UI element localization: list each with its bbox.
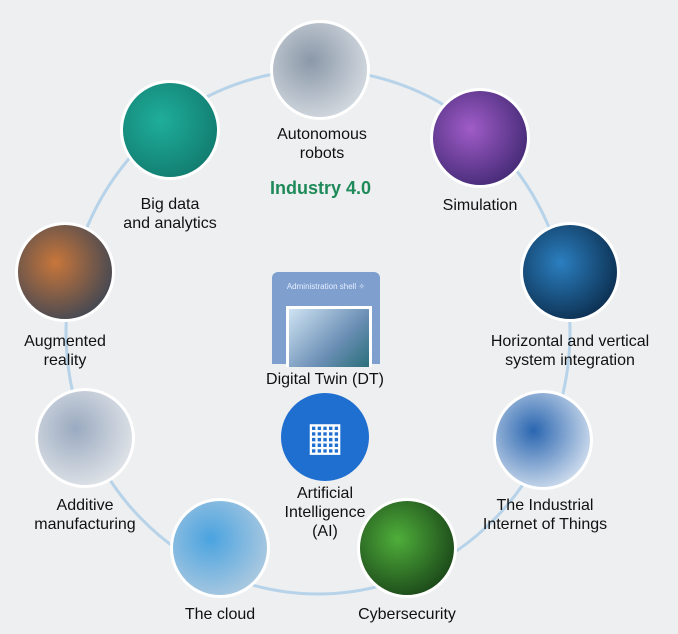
- ai-cube-icon: ▦: [281, 393, 369, 481]
- diagram-title: Industry 4.0: [270, 178, 372, 198]
- digital-twin-label: Digital Twin (DT): [266, 371, 384, 388]
- node-robots-label: Autonomous robots: [277, 126, 367, 162]
- node-ar-image: [15, 222, 115, 322]
- node-iiot-label: The Industrial Internet of Things: [482, 497, 608, 533]
- digital-twin-image: [286, 306, 372, 367]
- administration-shell: Administration shell ✧: [272, 272, 380, 367]
- node-simulation-image: [430, 88, 530, 188]
- node-additive-label: Additive manufacturing: [34, 497, 136, 533]
- node-iiot-image: [493, 390, 593, 490]
- shell-caption: Administration shell ✧: [286, 282, 366, 291]
- node-robots-image: [270, 20, 370, 120]
- node-integration-label: Horizontal and vertical system integrati…: [490, 333, 650, 369]
- node-bigdata-image: [120, 80, 220, 180]
- node-ar-label: Augmented reality: [24, 333, 106, 369]
- node-cloud-image: [170, 498, 270, 598]
- ai-label: Artificial Intelligence (AI): [284, 485, 366, 540]
- node-simulation-label: Simulation: [442, 197, 518, 214]
- node-additive-image: [35, 388, 135, 488]
- node-cyber-image: [357, 498, 457, 598]
- node-cyber-label: Cybersecurity: [358, 606, 456, 623]
- node-bigdata-label: Big data and analytics: [123, 196, 217, 232]
- node-cloud-label: The cloud: [184, 606, 256, 623]
- node-integration-image: [520, 222, 620, 322]
